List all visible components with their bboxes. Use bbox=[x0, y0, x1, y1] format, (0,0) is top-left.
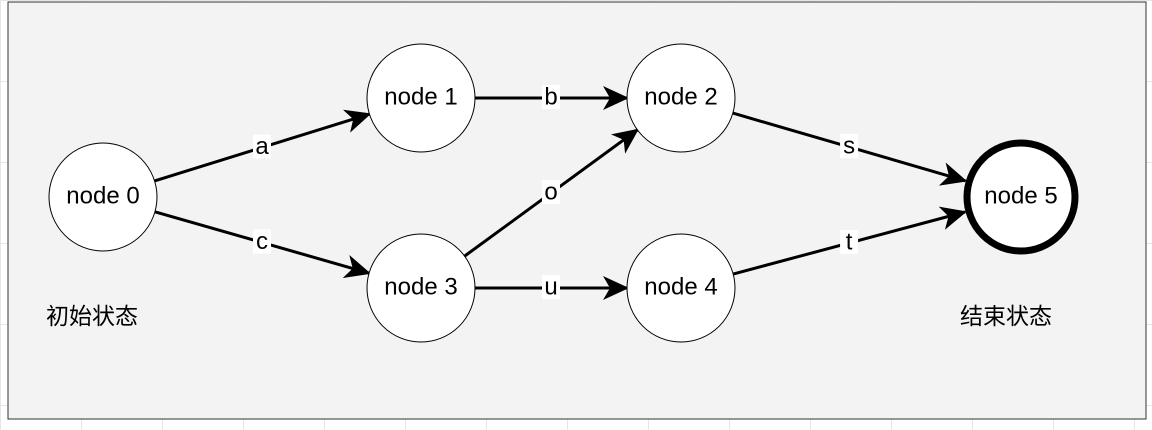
final-state-caption: 结束状态 bbox=[960, 304, 1052, 330]
state-node-n0: node 0 bbox=[48, 142, 158, 252]
node-label: node 5 bbox=[984, 182, 1057, 209]
edge-n1-n2: b bbox=[475, 83, 629, 110]
edge-label: a bbox=[255, 133, 269, 160]
node-label: node 0 bbox=[66, 182, 139, 209]
edge-n3-n2: o bbox=[463, 128, 640, 258]
state-node-n3: node 3 bbox=[366, 233, 476, 343]
node-label: node 4 bbox=[644, 273, 717, 300]
edge-label-background bbox=[253, 134, 271, 159]
edge-label-background bbox=[542, 180, 560, 204]
edge-label: s bbox=[843, 132, 855, 159]
edges-layer: a c b o u s t bbox=[154, 83, 968, 300]
state-node-n2: node 2 bbox=[626, 43, 736, 153]
state-circle bbox=[366, 233, 476, 343]
node-label: node 1 bbox=[384, 83, 457, 110]
edge-label: o bbox=[544, 178, 557, 205]
edge-label-background bbox=[840, 230, 859, 255]
nodes-layer: node 0 node 1 node 2 node 3 node 4 node 5 bbox=[48, 43, 1079, 343]
state-circle bbox=[626, 233, 736, 343]
state-circle bbox=[366, 43, 476, 153]
edge-label: t bbox=[846, 228, 853, 255]
edge-label-background bbox=[542, 275, 560, 299]
edge-label-background bbox=[253, 229, 271, 254]
edge-label: u bbox=[544, 273, 557, 300]
edge-n0-n1: a bbox=[154, 109, 372, 183]
node-label: node 3 bbox=[384, 273, 457, 300]
edge-label: b bbox=[544, 83, 557, 110]
state-circle bbox=[626, 43, 736, 153]
edge-label-background bbox=[542, 85, 560, 109]
state-node-n1: node 1 bbox=[366, 43, 476, 153]
node-label: node 2 bbox=[644, 83, 717, 110]
edge-n2-n5: s bbox=[732, 111, 968, 186]
state-node-n5: node 5 bbox=[963, 139, 1079, 255]
final-state-circle bbox=[963, 139, 1079, 255]
edge-n3-n4: u bbox=[475, 273, 629, 300]
state-circle bbox=[48, 142, 158, 252]
edge-n4-n5: t bbox=[732, 206, 967, 276]
edge-n0-n3: c bbox=[154, 210, 372, 279]
initial-state-caption: 初始状态 bbox=[46, 304, 138, 330]
state-node-n4: node 4 bbox=[626, 233, 736, 343]
edge-label: c bbox=[256, 228, 268, 255]
edge-label-background bbox=[840, 133, 859, 158]
